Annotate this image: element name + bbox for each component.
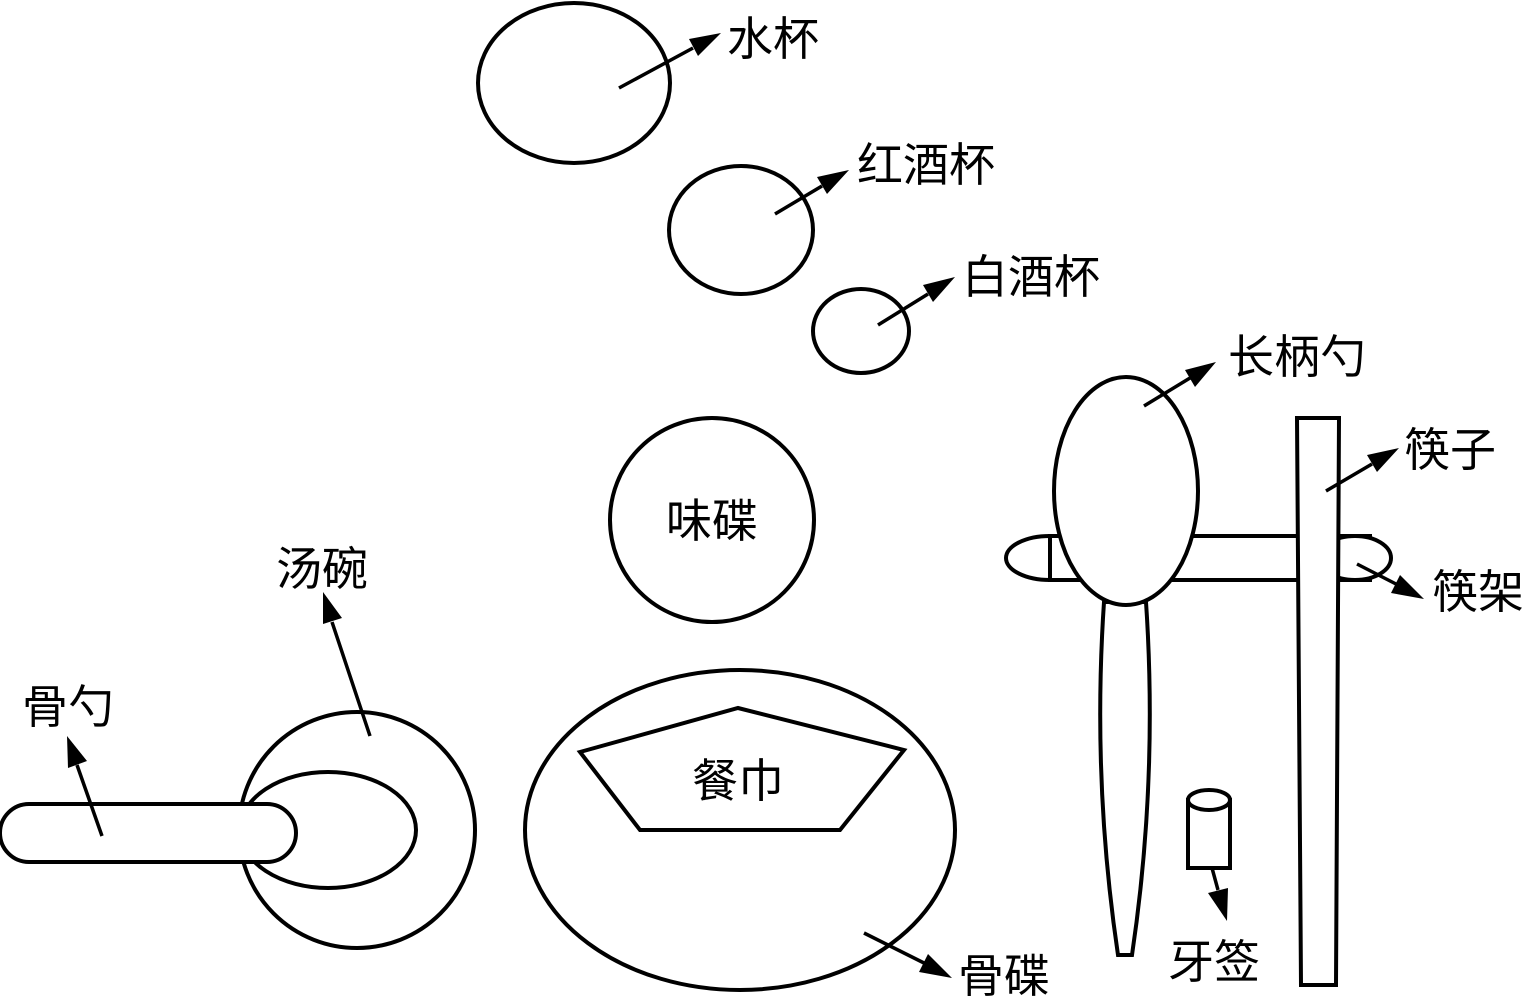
pointer-soup-bowl (323, 592, 372, 737)
pointer-chopstick-rest (1356, 562, 1424, 599)
label-sauce-dish: 味碟 (666, 494, 758, 548)
label-toothpick: 牙签 (1168, 935, 1260, 989)
pointer-chopsticks (1325, 448, 1399, 493)
bone-spoon-handle (0, 802, 298, 864)
pointer-water-glass (618, 33, 721, 90)
pointer-bone-spoon (67, 736, 104, 837)
chopsticks (1294, 416, 1342, 987)
label-chopsticks: 筷子 (1404, 423, 1496, 477)
label-bone-spoon: 骨勺 (22, 680, 114, 734)
label-white-wine-glass: 白酒杯 (962, 250, 1100, 304)
pointer-red-wine-glass (774, 170, 849, 216)
label-water-glass: 水杯 (727, 12, 819, 66)
toothpick-holder-top (1186, 788, 1232, 812)
label-chopstick-rest: 筷架 (1432, 565, 1524, 619)
sauce-dish (608, 416, 816, 624)
pointer-long-spoon (1143, 362, 1216, 408)
label-long-spoon: 长柄勺 (1228, 330, 1366, 384)
pointer-white-wine-glass (877, 277, 955, 327)
label-napkin: 餐巾 (692, 754, 784, 808)
label-soup-bowl: 汤碗 (276, 542, 368, 596)
water-glass (476, 1, 672, 165)
napkin (576, 705, 908, 832)
long-spoon-bowl (1052, 375, 1200, 607)
pointer-bone-plate (863, 931, 952, 978)
red-wine-glass (667, 164, 815, 296)
label-red-wine-glass: 红酒杯 (857, 138, 995, 192)
pointer-toothpick (1208, 867, 1228, 921)
long-spoon-handle (1098, 600, 1152, 957)
white-wine-glass (811, 287, 911, 375)
label-bone-plate: 骨碟 (958, 949, 1050, 1000)
